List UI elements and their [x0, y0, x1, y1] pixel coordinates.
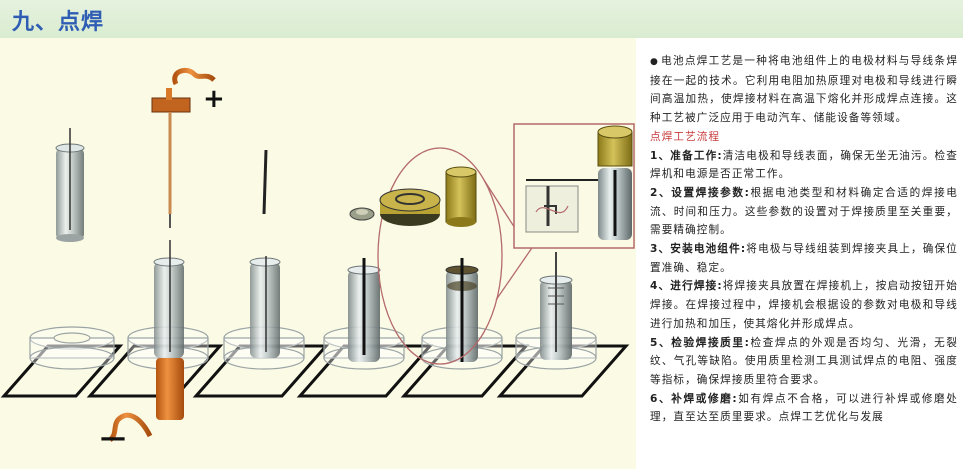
step-label: 2、设置焊接参数:	[650, 186, 750, 199]
zoom-highlight-circle	[377, 147, 503, 365]
intro-text: 电池点焊工艺是一种将电池组件上的电极材料与导线条焊接在一起的技术。它利用电阻加热…	[650, 55, 959, 125]
minus-sign: —	[100, 423, 126, 453]
text-panel: ●电池点焊工艺是一种将电池组件上的电极材料与导线条焊接在一起的技术。它利用电阻加…	[650, 52, 958, 427]
step-1: 1、准备工作:清洁电极和导线表面，确保无坐无油污。检查焊机和电源是否正常工作。	[650, 147, 958, 184]
spot-welding-illustration: + —	[0, 38, 636, 469]
bullet-icon: ●	[650, 57, 660, 67]
flow-heading: 点焊工艺流程	[650, 130, 721, 143]
spiral-disc-large	[379, 188, 441, 226]
step-6: 6、补焊或修磨:如有焊点不合格，可以进行补焊或修磨处理，直至达至质里要求。点焊工…	[650, 390, 958, 427]
spot-welding-diagram: + —	[0, 67, 635, 453]
battery-cell-station-4	[445, 258, 479, 362]
step-2: 2、设置焊接参数:根据电池类型和材料确定合适的焊接电流、时间和压力。这些参数的设…	[650, 184, 958, 240]
page-title: 九、点焊	[12, 10, 105, 35]
positive-electrode	[151, 67, 216, 228]
step-label: 3、安装电池组件:	[650, 243, 747, 256]
step-label: 6、补焊或修磨:	[650, 392, 738, 405]
welding-needle	[262, 149, 268, 215]
step-body: 检查焊点的外观是否均匀、光滑，无裂纹、气孔等缺陷。使用质里检测工具测试焊点的电阻…	[650, 336, 958, 386]
step-label: 5、检验焊接质里:	[650, 336, 750, 349]
gold-cap	[445, 166, 477, 227]
step-body: 如有焊点不合格，可以进行补焊或修磨处理，直至达至质里要求。点焊工艺优化与发展	[650, 392, 958, 424]
step-body: 将电极与导线组装到焊接夹具上，确保位置准确、稳定。	[650, 243, 958, 274]
step-label: 1、准备工作:	[650, 149, 723, 162]
conveyor-platform	[0, 344, 630, 398]
intro-paragraph: ●电池点焊工艺是一种将电池组件上的电极材料与导线条焊接在一起的技术。它利用电阻加…	[650, 52, 958, 128]
battery-cell-station-5	[539, 252, 573, 360]
step-body: 清洁电极和导线表面，确保无坐无油污。检查焊机和电源是否正常工作。	[650, 149, 958, 181]
step-body: 将焊接夹具放置在焊接机上，按启动按钮开始焊接。在焊接过程中，焊接机会根据设的参数…	[650, 280, 958, 330]
step-5: 5、检验焊接质里:检查焊点的外观是否均匀、光滑，无裂纹、气孔等缺陷。使用质里检测…	[650, 334, 958, 390]
plus-sign: +	[203, 84, 225, 114]
battery-cell-station-3	[347, 258, 381, 362]
battery-cell-station-2	[249, 256, 281, 358]
step-body: 根据电池类型和材料确定合适的焊接电流、时间和压力。这些参数的设置对于焊接质里至关…	[650, 186, 958, 237]
spiral-disc-small	[349, 207, 375, 221]
battery-cell-station-1	[108, 240, 185, 442]
step-3: 3、安装电池组件:将电极与导线组装到焊接夹具上，确保位置准确、稳定。	[650, 240, 958, 277]
battery-cell-empty	[55, 128, 85, 242]
page-header: 九、点焊	[0, 0, 963, 38]
weld-detail-inset	[513, 123, 635, 249]
step-4: 4、进行焊接:将焊接夹具放置在焊接机上，按启动按钮开始焊接。在焊接过程中，焊接机…	[650, 277, 958, 333]
step-label: 4、进行焊接:	[650, 280, 723, 293]
